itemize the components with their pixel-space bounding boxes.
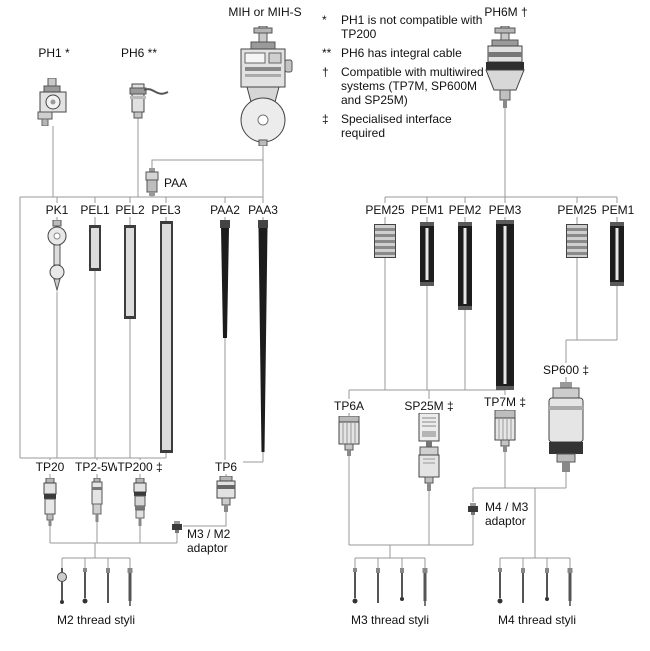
legend-text: Compatible with multiwired systems (TP7M… [341,65,484,107]
label-tp6a: TP6A [329,399,369,413]
label-pem25-right: PEM25 [554,203,600,217]
paa3-extension-image [256,220,270,457]
tp20-probe-image [42,477,58,531]
tp6a-probe-image [337,415,361,461]
stylus-icon [82,568,88,604]
label-tp2-5w: TP2-5W [75,460,120,474]
m2-styli-group [52,568,140,610]
ph6m-head-image [480,25,530,121]
stylus-icon [567,568,573,606]
legend-text: PH6 has integral cable [341,46,462,60]
legend-symbol: ** [322,46,332,60]
sp25m-probe-image [417,412,441,496]
stylus-icon [127,568,133,606]
label-ph6m: PH6M † [478,5,534,19]
pem1-right-extension-image [610,222,624,286]
pel1-extension-image [89,225,101,271]
label-tp200: TP200 ‡ [117,460,163,474]
m3-styli-group [345,568,433,610]
label-m3-m2-adaptor: M3 / M2 adaptor [187,527,231,555]
stylus-icon [352,568,358,604]
label-pk1: PK1 [42,203,72,217]
label-tp7m: TP7M ‡ [477,395,533,409]
pel3-extension-image [160,221,173,453]
pem2-extension-image [458,222,472,310]
stylus-icon [422,568,428,606]
label-pem1-right: PEM1 [600,203,636,217]
label-paa3: PAA3 [244,203,282,217]
legend-item: † Compatible with multiwired systems (TP… [322,65,494,107]
pem1-left-extension-image [420,222,434,286]
tp200-probe-image [132,477,148,531]
legend-text: PH1 is not compatible with TP200 [341,13,483,41]
label-tp20: TP20 [30,460,70,474]
legend-text: Specialised interface required [341,112,452,140]
label-mih: MIH or MIH-S [219,5,311,19]
stylus-icon [497,568,503,604]
tp7m-probe-image [494,409,516,457]
m4-styli-group [490,568,578,610]
label-pem1-left: PEM1 [409,203,446,217]
m3-m2-adaptor-image [171,520,183,538]
label-pem3: PEM3 [486,203,524,217]
sp600-probe-image [545,382,587,477]
label-pel3: PEL3 [149,203,183,217]
label-pem25-left: PEM25 [362,203,408,217]
legend-symbol: * [322,13,327,27]
label-paa2: PAA2 [206,203,244,217]
legend-symbol: † [322,65,329,79]
legend-item: * PH1 is not compatible with TP200 [322,13,494,41]
legend-item: ** PH6 has integral cable [322,46,494,60]
stylus-icon [521,568,525,603]
label-m3-styli: M3 thread styli [342,613,438,627]
label-pel2: PEL2 [113,203,147,217]
label-ph1: PH1 * [33,46,75,60]
label-sp600: SP600 ‡ [536,363,596,377]
tp2-5w-probe-image [91,477,103,527]
label-sp25m: SP25M ‡ [398,399,460,413]
stylus-icon [376,568,380,603]
pel2-extension-image [124,225,136,319]
label-m4-styli: M4 thread styli [489,613,585,627]
legend-item: ‡ Specialised interface required [322,112,494,140]
label-ph6: PH6 ** [114,46,164,60]
label-m4-m3-adaptor: M4 / M3 adaptor [485,500,529,528]
label-m2-styli: M2 thread styli [48,613,144,627]
pem25-right-extension-image [566,224,588,258]
label-pem2: PEM2 [446,203,484,217]
tp6-probe-image [216,475,236,517]
legend: * PH1 is not compatible with TP200 ** PH… [322,13,494,145]
ph1-head-image [36,77,70,131]
label-paa: PAA [164,176,196,190]
ph6-head-image [126,82,170,125]
ph6-cable [143,88,169,95]
paa2-extension-image [218,220,232,343]
stylus-icon [400,568,404,601]
m4-m3-adaptor-image [467,502,479,520]
pem3-extension-image [496,220,514,390]
stylus-icon [545,568,549,601]
label-pel1: PEL1 [78,203,112,217]
label-tp6: TP6 [209,460,243,474]
mih-head-image [233,25,293,151]
legend-symbol: ‡ [322,112,329,126]
pem25-left-extension-image [374,224,396,258]
paa-adaptor-image [144,168,160,201]
stylus-icon [106,568,110,603]
stylus-icon [57,568,67,604]
pk1-extension-image [45,219,69,297]
